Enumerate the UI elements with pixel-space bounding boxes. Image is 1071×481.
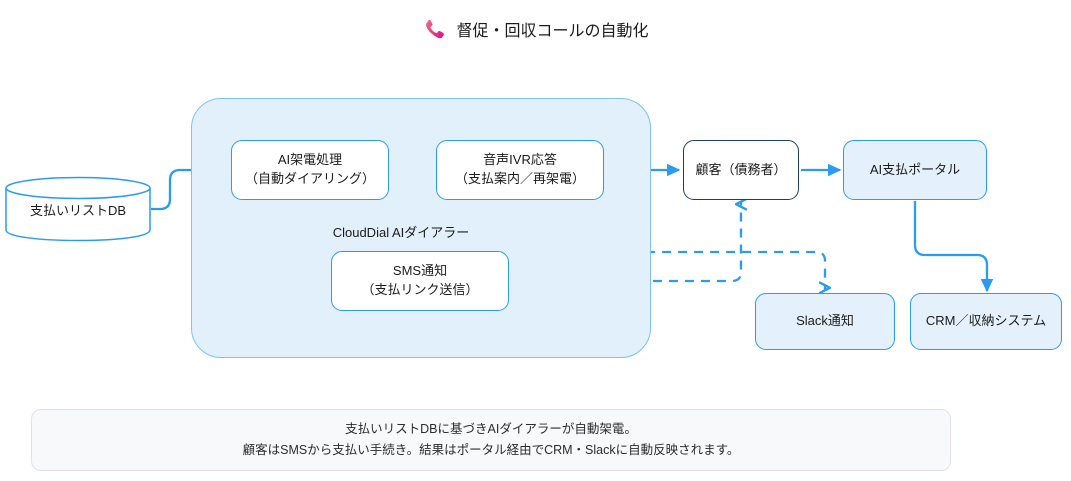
node-slack-notify[interactable]: Slack通知 [755, 293, 895, 350]
node-customer[interactable]: 顧客（債務者） [683, 140, 799, 200]
node-ai-dial[interactable]: AI架電処理 （自動ダイアリング） [231, 140, 389, 200]
connector-portal-to-crm [913, 201, 994, 293]
connector-ivr-to-slack-dashed [517, 200, 825, 291]
node-voice-ivr-line1: 音声IVR応答 [483, 152, 557, 168]
node-ai-dial-line1: AI架電処理 [277, 152, 343, 168]
node-payment-list-db[interactable]: 支払いリストDB [5, 176, 151, 242]
node-ai-dial-line2: （自動ダイアリング） [244, 171, 375, 186]
node-payment-portal-label: AI支払ポータル [869, 161, 961, 177]
node-crm-system[interactable]: CRM／収納システム [910, 293, 1062, 350]
connector-db-to-ai-dial [151, 163, 224, 211]
node-sms-notify-line1: SMS通知 [392, 263, 448, 279]
group-clouddial-label: CloudDial AIダイアラー [332, 225, 470, 240]
footer-description: 支払いリストDBに基づきAIダイアラーが自動架電。 顧客はSMSから支払い手続き… [31, 409, 951, 471]
page-title: 督促・回収コールの自動化 [0, 13, 1071, 45]
node-voice-ivr-line2: （支払案内／再架電） [454, 171, 585, 186]
connector-sms-to-customer-dashed [509, 201, 741, 283]
footer-line-1: 支払いリストDBに基づきAIダイアラーが自動架電。 [345, 422, 637, 437]
node-sms-notify[interactable]: SMS通知 （支払リンク送信） [331, 251, 509, 311]
node-voice-ivr[interactable]: 音声IVR応答 （支払案内／再架電） [436, 140, 604, 200]
node-sms-notify-line2: （支払リンク送信） [361, 282, 479, 297]
footer-line-2: 顧客はSMSから支払い手続き。結果はポータル経由でCRM・Slackに自動反映さ… [242, 443, 740, 457]
node-customer-label: 顧客（債務者） [695, 161, 787, 177]
node-payment-portal[interactable]: AI支払ポータル [843, 140, 987, 200]
title-label: 督促・回収コールの自動化 [456, 23, 649, 40]
database-cylinder-icon [5, 176, 151, 242]
node-crm-system-label: CRM／収納システム [925, 313, 1047, 329]
phone-call-icon [426, 19, 445, 39]
node-slack-notify-label: Slack通知 [796, 313, 854, 329]
node-payment-list-db-label: 支払いリストDB [29, 202, 127, 218]
